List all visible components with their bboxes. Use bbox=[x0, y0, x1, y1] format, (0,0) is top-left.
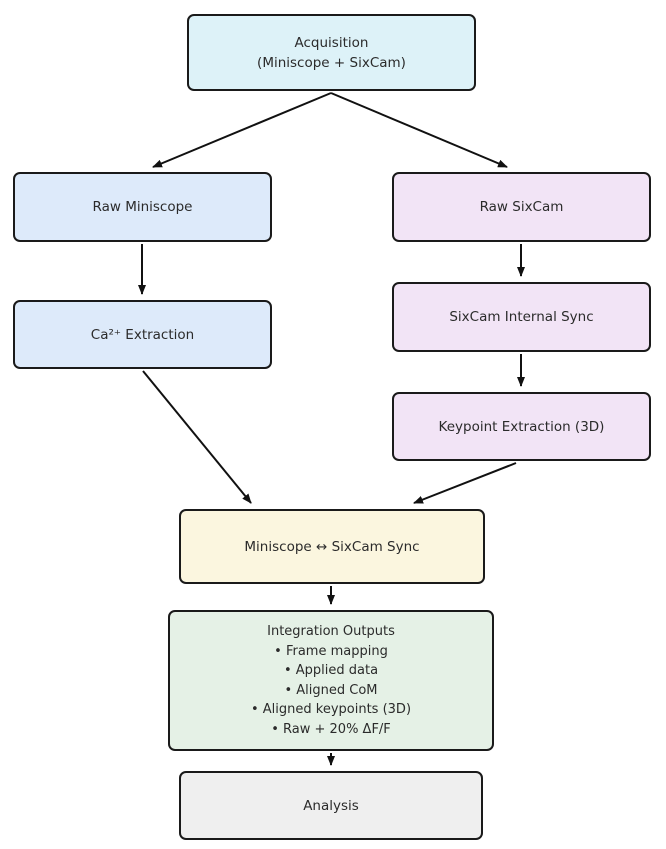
node-analysis: Analysis bbox=[179, 771, 483, 840]
node-integration-outputs-bullet-raw-dff: • Raw + 20% ΔF/F bbox=[271, 721, 391, 737]
arrow-acquisition-to-raw-sixcam bbox=[330, 92, 508, 168]
node-integration-outputs-bullet-frame-mapping: • Frame mapping bbox=[274, 643, 388, 659]
node-raw-miniscope: Raw Miniscope bbox=[13, 172, 272, 242]
node-integration-outputs: Integration Outputs • Frame mapping • Ap… bbox=[168, 610, 494, 751]
node-integration-outputs-bullet-aligned-keypoints: • Aligned keypoints (3D) bbox=[250, 702, 412, 717]
node-sixcam-internal-sync-label: SixCam Internal Sync bbox=[449, 309, 594, 325]
node-keypoint-extraction-label: Keypoint Extraction (3D) bbox=[438, 418, 605, 435]
node-integration-outputs-bullet-aligned-com: • Aligned CoM bbox=[284, 682, 378, 698]
node-miniscope-sixcam-sync: Miniscope ↔ SixCam Sync bbox=[179, 509, 485, 584]
node-sixcam-internal-sync: SixCam Internal Sync bbox=[392, 282, 651, 352]
arrow-acquisition-to-raw-miniscope bbox=[152, 92, 332, 168]
node-acquisition-label-line1: Acquisition bbox=[294, 34, 369, 51]
node-keypoint-extraction: Keypoint Extraction (3D) bbox=[392, 392, 651, 461]
node-ca-extraction: Ca²⁺ Extraction bbox=[13, 300, 272, 369]
node-integration-outputs-title: Integration Outputs bbox=[267, 624, 395, 639]
node-integration-outputs-bullet-applied-data: • Applied data bbox=[283, 663, 379, 678]
node-raw-sixcam-label: Raw SixCam bbox=[479, 199, 564, 215]
arrow-ca-extraction-to-miniscope-sixcam-sync bbox=[142, 370, 252, 504]
node-ca-extraction-label: Ca²⁺ Extraction bbox=[90, 326, 195, 343]
node-miniscope-sixcam-sync-label: Miniscope ↔ SixCam Sync bbox=[244, 538, 420, 555]
node-raw-miniscope-label: Raw Miniscope bbox=[92, 199, 193, 215]
arrow-keypoint-extraction-to-miniscope-sixcam-sync bbox=[413, 462, 517, 504]
node-raw-sixcam: Raw SixCam bbox=[392, 172, 651, 242]
node-acquisition-label-line2: (Miniscope + SixCam) bbox=[257, 54, 406, 71]
node-analysis-label: Analysis bbox=[303, 797, 359, 814]
node-acquisition: Acquisition (Miniscope + SixCam) bbox=[187, 14, 476, 91]
